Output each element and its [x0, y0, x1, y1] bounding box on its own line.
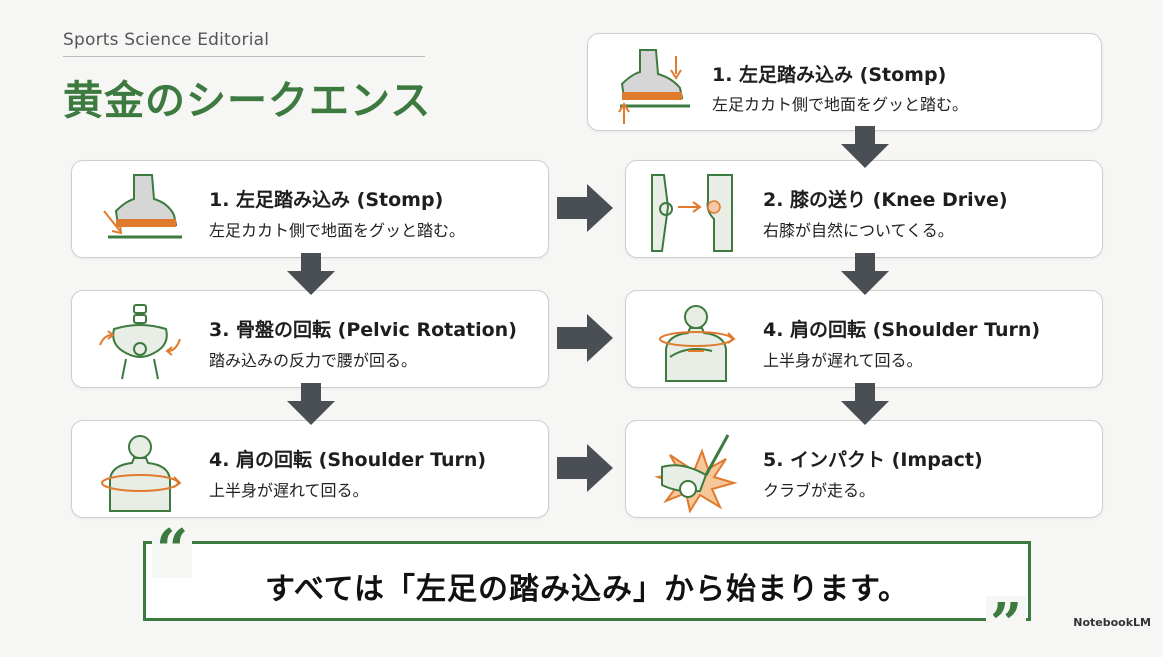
arrow-right-icon — [557, 444, 613, 492]
step-title: 4. 肩の回転 (Shoulder Turn) — [209, 449, 487, 471]
step-title: 4. 肩の回転 (Shoulder Turn) — [763, 319, 1041, 341]
step-card-stomp: 1. 左足踏み込み (Stomp) 左足カカト側で地面をグッと踏む。 — [71, 160, 549, 258]
step-title: 2. 膝の送り (Knee Drive) — [763, 189, 1008, 211]
step-desc: クラブが走る。 — [763, 481, 876, 500]
step-card-shoulder-right: 4. 肩の回転 (Shoulder Turn) 上半身が遅れて回る。 — [625, 290, 1103, 388]
step-desc: 左足カカト側で地面をグッと踏む。 — [209, 221, 466, 240]
step-desc: 踏み込みの反力で腰が回る。 — [209, 351, 418, 370]
arrow-down-icon — [287, 253, 335, 295]
arrow-right-icon — [557, 184, 613, 232]
step-card-stomp-top: 1. 左足踏み込み (Stomp) 左足カカト側で地面をグッと踏む。 — [587, 33, 1102, 131]
step-card-impact: 5. インパクト (Impact) クラブが走る。 — [625, 420, 1103, 518]
brand-label: Sports Science Editorial — [63, 30, 270, 50]
arrow-down-icon — [287, 383, 335, 425]
shoulder-turn-icon — [659, 305, 736, 382]
step-desc: 上半身が遅れて回る。 — [209, 481, 369, 500]
shoe-stomp-icon — [103, 174, 182, 239]
page-title: 黄金のシークエンス — [63, 78, 432, 124]
step-card-pelvis: 3. 骨盤の回転 (Pelvic Rotation) 踏み込みの反力で腰が回る。 — [71, 290, 549, 388]
knee-joint-icon — [651, 174, 733, 252]
close-quote-mark: ” — [986, 596, 1027, 652]
step-desc: 上半身が遅れて回る。 — [763, 351, 923, 370]
arrow-right-icon — [557, 314, 613, 362]
arrow-down-icon — [841, 253, 889, 295]
step-card-shoulder-left: 4. 肩の回転 (Shoulder Turn) 上半身が遅れて回る。 — [71, 420, 549, 518]
arrow-down-icon — [841, 383, 889, 425]
step-title: 3. 骨盤の回転 (Pelvic Rotation) — [209, 319, 517, 341]
shoulder-turn-icon — [101, 435, 182, 512]
step-title: 5. インパクト (Impact) — [763, 449, 983, 471]
notebooklm-logo: NotebookLM — [1073, 616, 1151, 629]
brand-divider — [63, 56, 425, 57]
quote-box: すべては「左足の踏み込み」から始まります。 — [143, 541, 1031, 621]
step-desc: 右膝が自然についてくる。 — [763, 221, 954, 240]
open-quote-mark: “ — [152, 522, 193, 578]
step-card-knee: 2. 膝の送り (Knee Drive) 右膝が自然についてくる。 — [625, 160, 1103, 258]
shoe-stomp-icon — [618, 49, 690, 124]
quote-text: すべては「左足の踏み込み」から始まります。 — [264, 572, 910, 607]
step-title: 1. 左足踏み込み (Stomp) — [712, 64, 947, 86]
step-title: 1. 左足踏み込み (Stomp) — [209, 189, 444, 211]
pelvis-rotation-icon — [99, 304, 181, 380]
arrow-down-icon — [841, 126, 889, 168]
club-impact-icon — [654, 434, 738, 513]
step-desc: 左足カカト側で地面をグッと踏む。 — [712, 95, 969, 114]
